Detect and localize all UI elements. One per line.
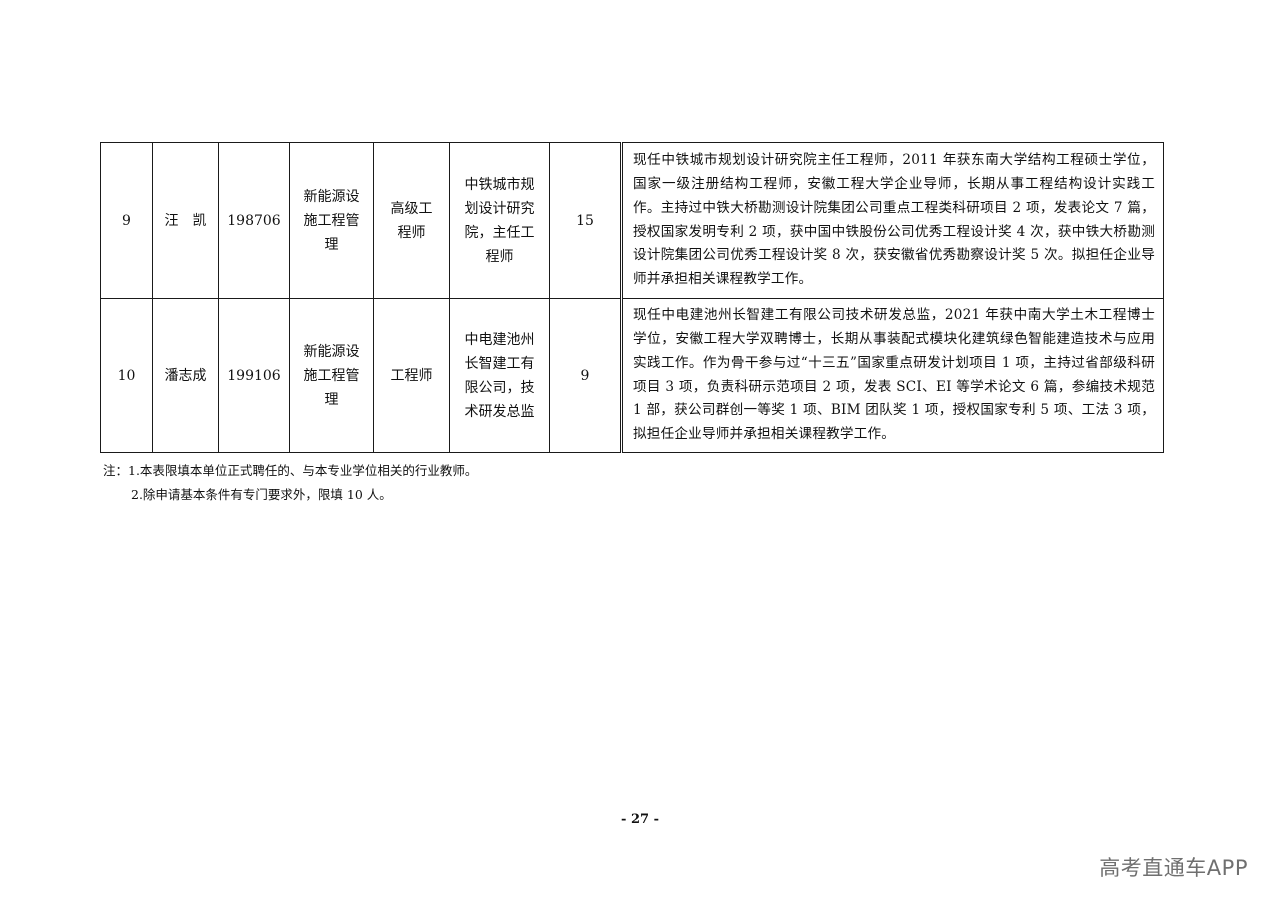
page-number: - 27 -	[621, 812, 659, 827]
profile-description: 现任中电建池州长智建工有限公司技术研发总监，2021 年获中南大学土木工程博士学…	[620, 298, 1164, 453]
birth-date: 199106	[218, 298, 290, 453]
birth-date: 198706	[218, 142, 290, 299]
mentor-table: 9 汪 凯 198706 新能源设施工程管理 高级工程师 中铁城市规划设计研究院…	[100, 142, 1164, 453]
employer-and-position: 中电建池州长智建工有限公司，技术研发总监	[449, 298, 550, 453]
table-row: 9 汪 凯 198706 新能源设施工程管理 高级工程师 中铁城市规划设计研究院…	[100, 142, 1164, 299]
major-field: 新能源设施工程管理	[289, 142, 374, 299]
table-row: 10 潘志成 199106 新能源设施工程管理 工程师 中电建池州长智建工有限公…	[100, 298, 1164, 453]
note-line-1: 注：1.本表限填本单位正式聘任的、与本专业学位相关的行业教师。	[103, 463, 478, 478]
row-index: 10	[100, 298, 153, 453]
major-field: 新能源设施工程管理	[289, 298, 374, 453]
row-index: 9	[100, 142, 153, 299]
profile-description: 现任中铁城市规划设计研究院主任工程师，2011 年获东南大学结构工程硕士学位，国…	[620, 142, 1164, 299]
employer-and-position: 中铁城市规划设计研究院，主任工程师	[449, 142, 550, 299]
app-watermark: 高考直通车APP	[1099, 856, 1248, 880]
professional-title: 高级工程师	[373, 142, 450, 299]
teacher-name: 汪 凯	[152, 142, 219, 299]
note-line-2: 2.除申请基本条件有专门要求外，限填 10 人。	[131, 487, 392, 502]
table-notes: 注：1.本表限填本单位正式聘任的、与本专业学位相关的行业教师。 2.除申请基本条…	[103, 459, 477, 507]
years-of-experience: 9	[549, 298, 623, 453]
years-of-experience: 15	[549, 142, 623, 299]
teacher-name: 潘志成	[152, 298, 219, 453]
professional-title: 工程师	[373, 298, 450, 453]
